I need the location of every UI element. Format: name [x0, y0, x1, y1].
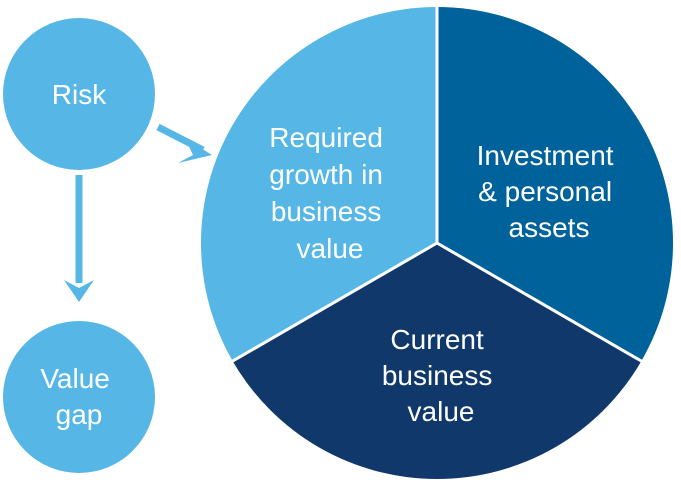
pie-segment-required-growth: [200, 6, 437, 361]
pie-divider: [436, 241, 644, 364]
arrow-down-icon: [64, 175, 94, 302]
pie-chart: [200, 5, 674, 480]
segment-label-required-growth: Required growth in business value: [269, 122, 390, 264]
value-gap-label: Value gap: [40, 363, 117, 430]
risk-label: Risk: [52, 79, 107, 110]
risk-circle: [3, 18, 155, 170]
value-gap-node: Value gap: [3, 321, 155, 473]
pie-segment-investment-assets: [437, 6, 674, 361]
value-gap-circle: [3, 321, 155, 473]
arrow-right-down-icon: [156, 123, 212, 163]
pie-divider: [230, 241, 438, 364]
segment-label-current-value: Current business value: [382, 324, 500, 427]
risk-node: Risk: [3, 18, 155, 170]
segment-label-investment-assets: Investment & personal assets: [477, 140, 622, 243]
